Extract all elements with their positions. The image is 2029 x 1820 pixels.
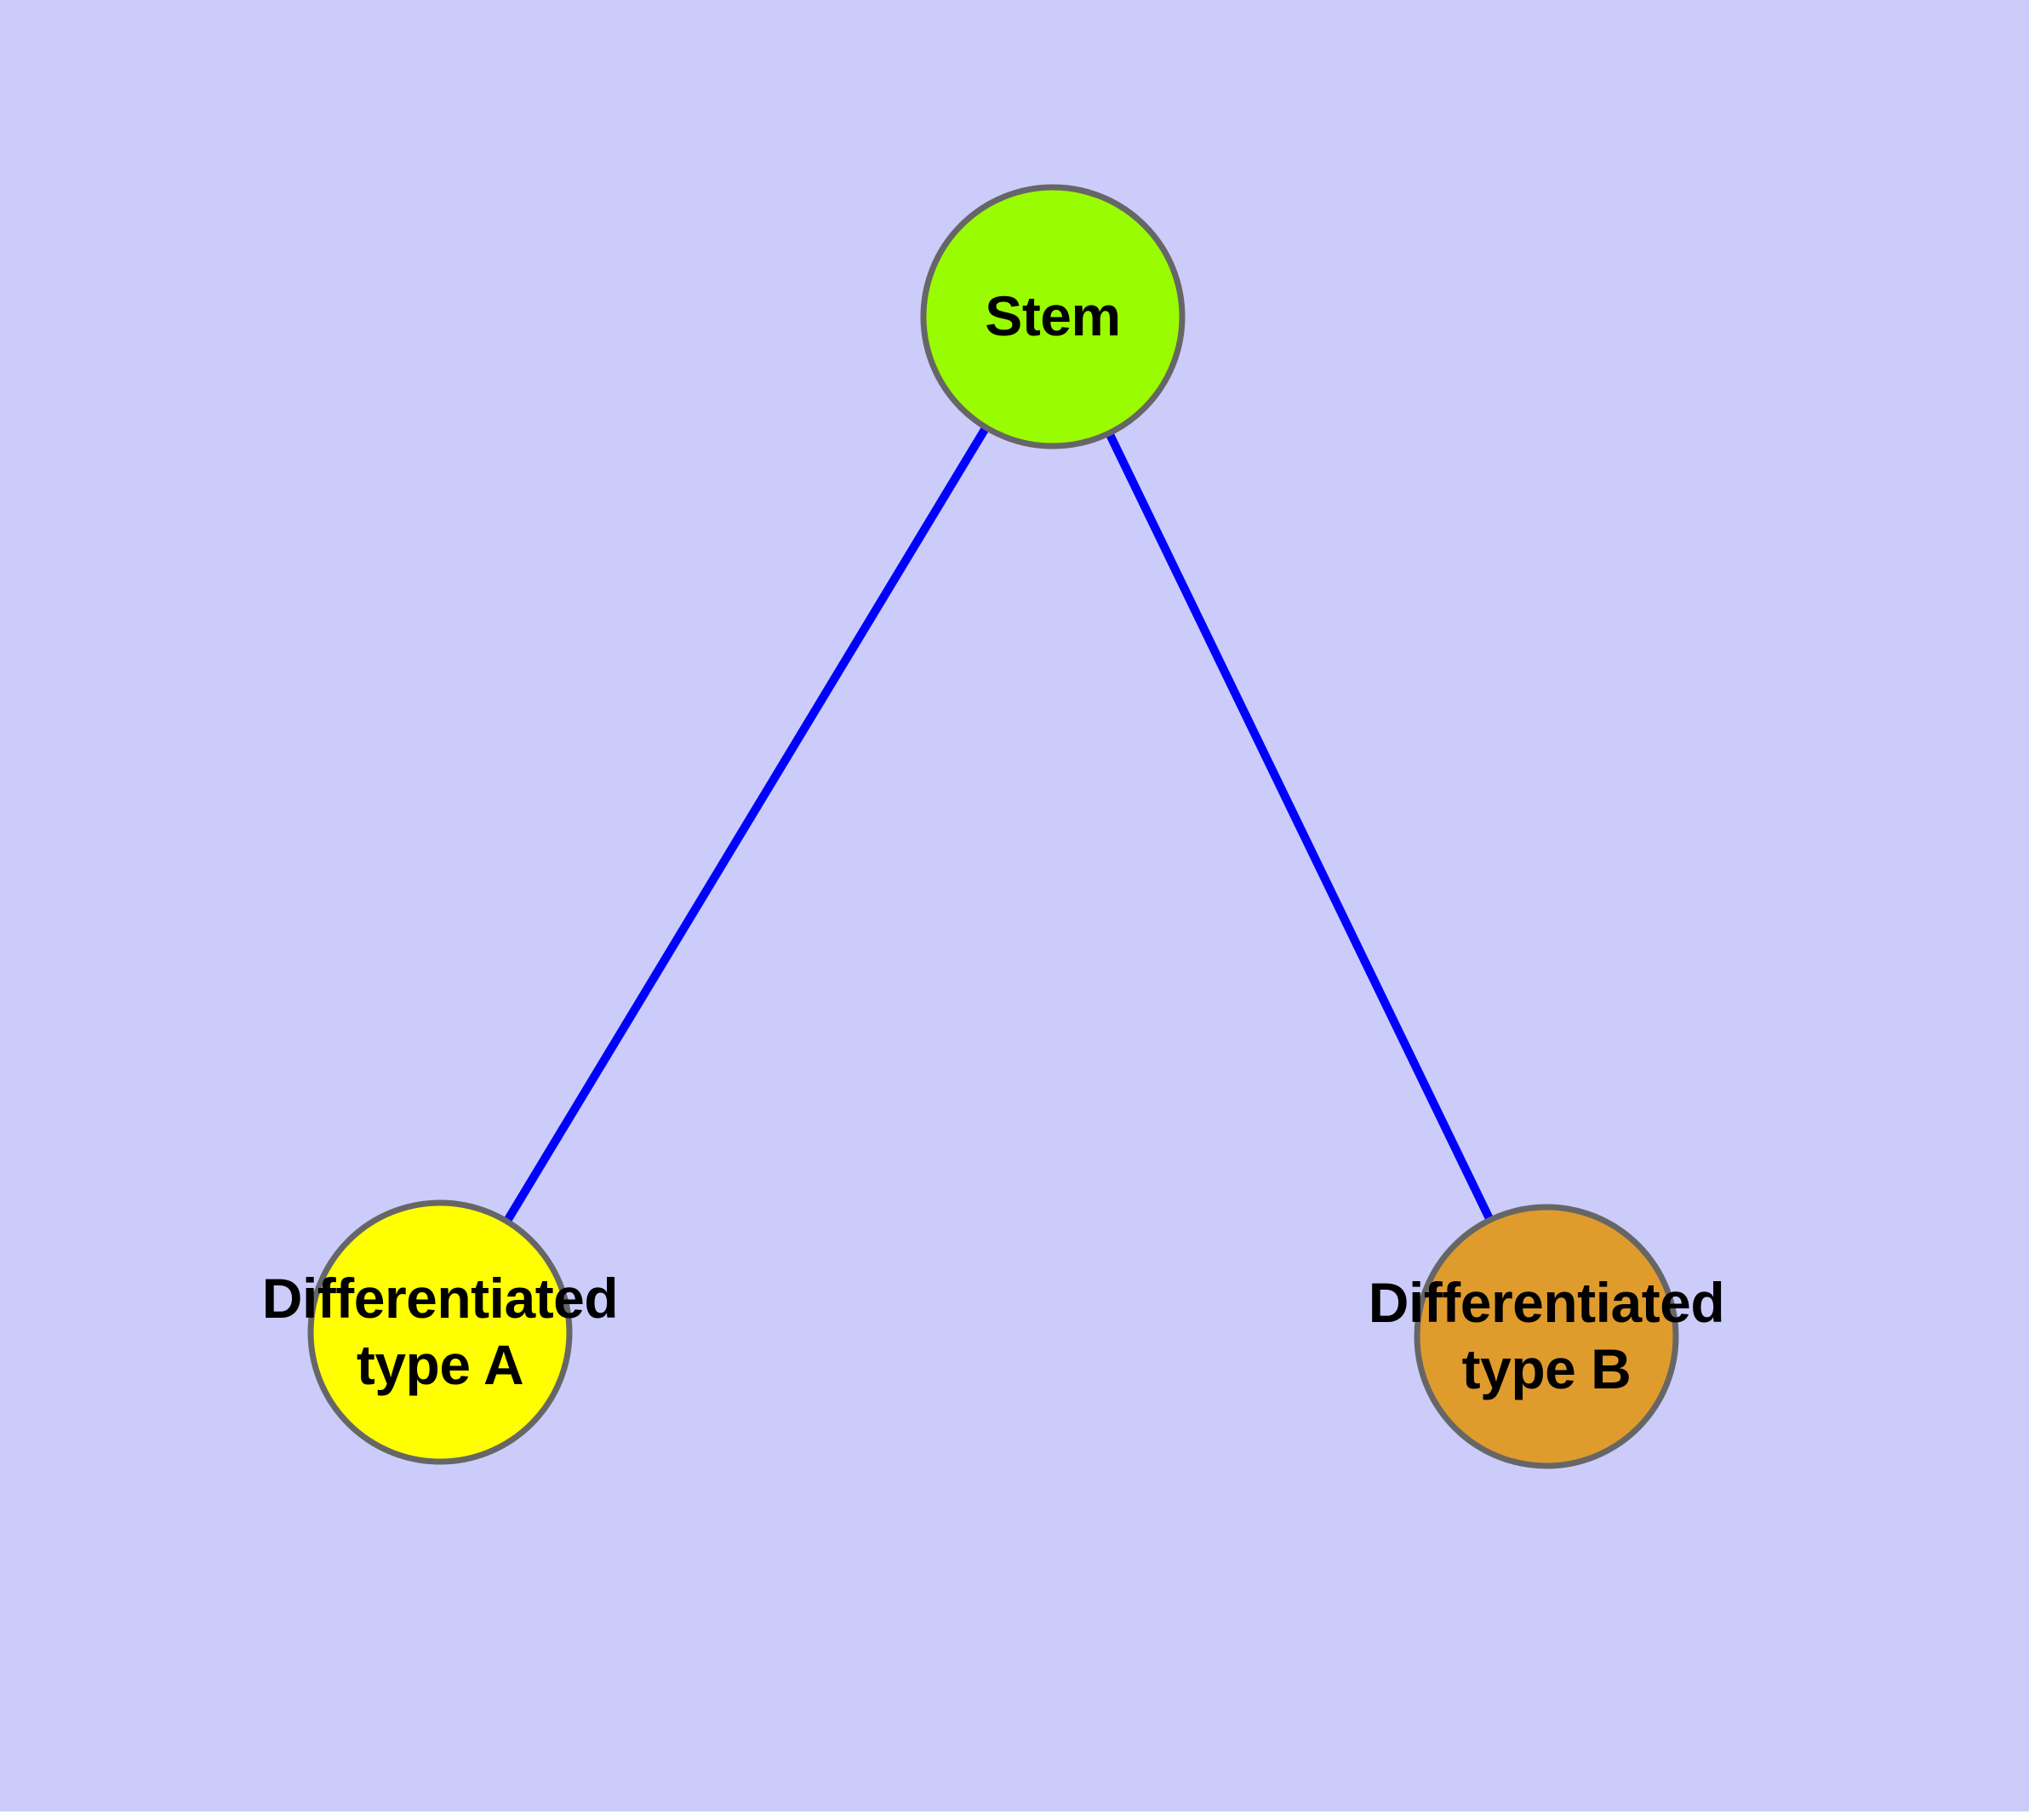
graph-node-diff_b[interactable]: [1414, 1204, 1679, 1469]
edge-layer: [504, 426, 1494, 1223]
node-layer: [307, 184, 1679, 1469]
graph-edge[interactable]: [1106, 432, 1494, 1222]
graph-node-stem[interactable]: [920, 184, 1186, 449]
graph-node-diff_a[interactable]: [307, 1199, 573, 1465]
graph-edge[interactable]: [504, 426, 989, 1223]
